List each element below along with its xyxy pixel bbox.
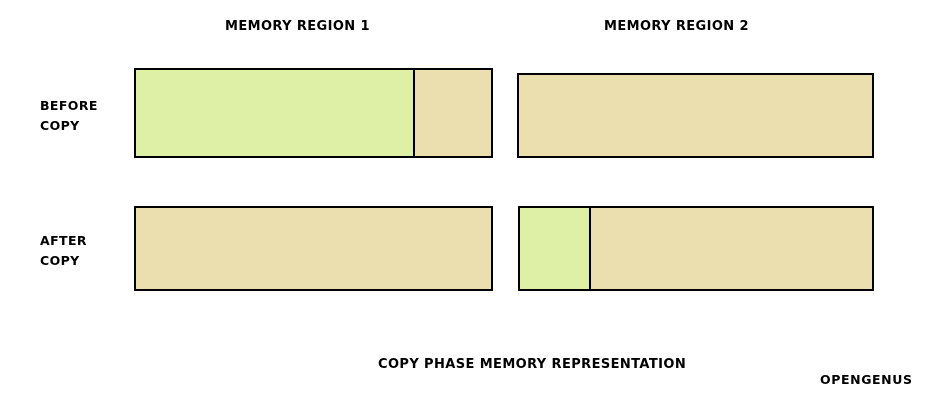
memory-bar-after-region-2: [518, 206, 874, 291]
memory-segment-occupied: [136, 70, 416, 156]
memory-bar-before-region-2: [517, 73, 874, 158]
memory-segment-free: [591, 208, 872, 289]
row-label-before-copy-line-1: BEFORE: [40, 98, 98, 113]
memory-segment-free: [415, 70, 491, 156]
row-label-after-copy: AFTER COPY: [40, 231, 87, 271]
diagram-caption: COPY PHASE MEMORY REPRESENTATION: [378, 357, 687, 372]
row-label-after-copy-line-1: AFTER: [40, 233, 87, 248]
column-header-memory-region-2: MEMORY REGION 2: [604, 19, 749, 34]
memory-segment-free: [519, 75, 872, 156]
memory-segment-free: [136, 208, 491, 289]
memory-segment-occupied: [520, 208, 592, 289]
watermark-opengenus: OPENGENUS: [820, 372, 913, 387]
row-label-before-copy-line-2: COPY: [40, 118, 80, 133]
column-header-memory-region-1: MEMORY REGION 1: [225, 19, 370, 34]
memory-bar-after-region-1: [134, 206, 493, 291]
row-label-after-copy-line-2: COPY: [40, 253, 80, 268]
row-label-before-copy: BEFORE COPY: [40, 96, 98, 136]
memory-bar-before-region-1: [134, 68, 493, 158]
